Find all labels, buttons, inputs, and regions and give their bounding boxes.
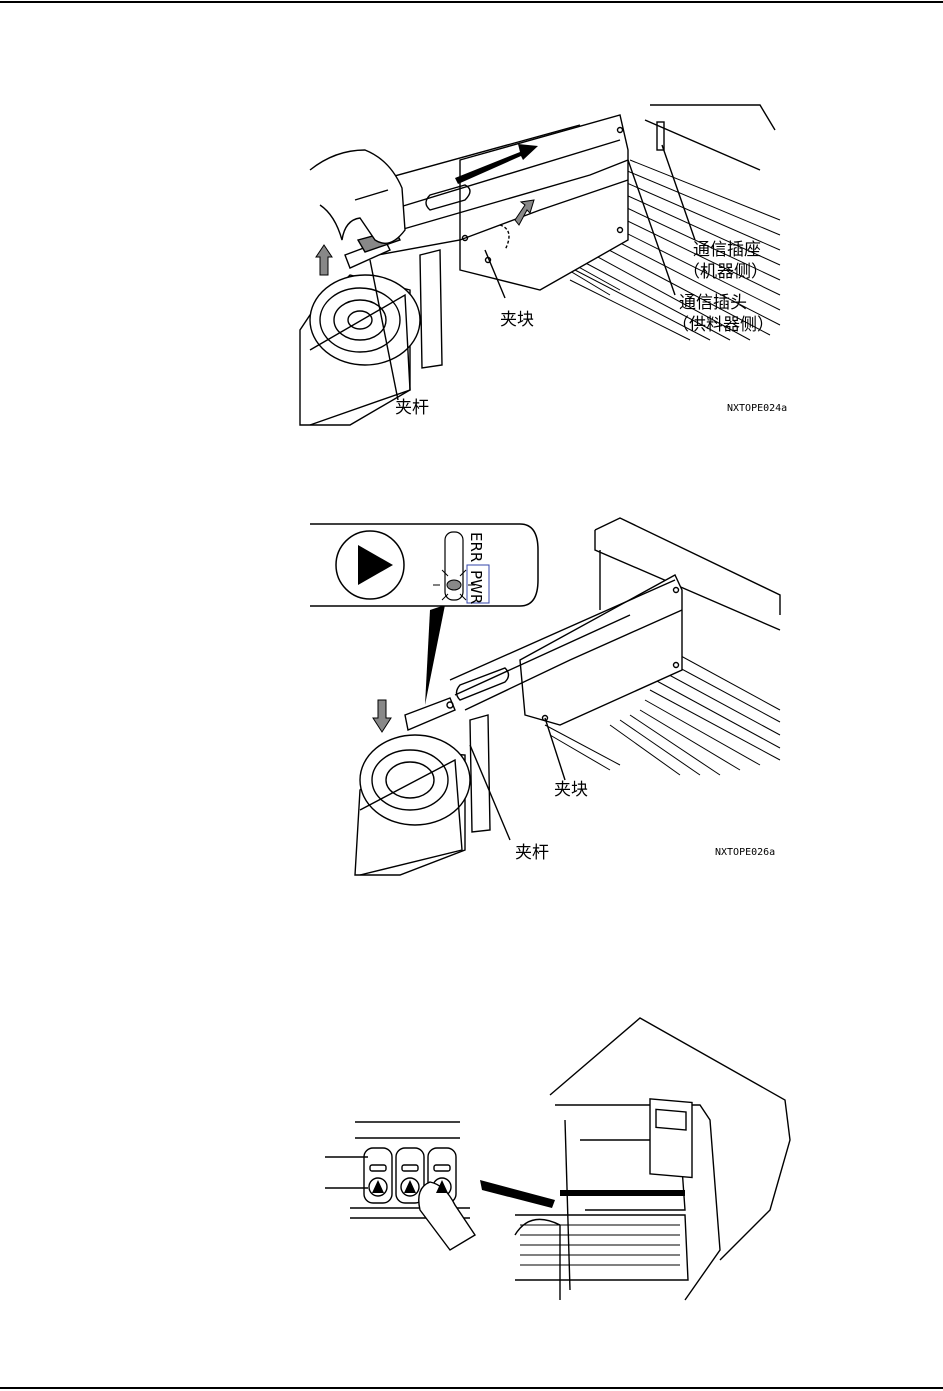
label-clamp-block-1: 夹块 [500,310,534,330]
page-bottom-rule [0,1387,943,1389]
figure-code-1: NXTOPE024a [727,403,787,414]
label-comm-socket: 通信插座 [693,240,761,260]
led-pwr-label: PWR [467,570,485,604]
page-top-rule [0,1,943,3]
label-clamp-block-2: 夹块 [554,780,588,800]
label-comm-plug: 通信插头 [679,293,747,313]
label-comm-socket-side: （机器侧） [683,262,768,282]
label-clamp-lever-2: 夹杆 [515,843,549,863]
label-comm-plug-side: （供料器侧） [672,315,774,335]
feeder-insertion-illustration: ERR PWR [290,510,790,880]
led-err-label: ERR [467,532,485,562]
figure-feeder-button-press [320,1010,800,1310]
figure-code-2: NXTOPE026a [715,847,775,858]
button-press-illustration [320,1010,800,1310]
label-clamp-lever-1: 夹杆 [395,398,429,418]
figure-feeder-insertion: ERR PWR [290,510,790,880]
